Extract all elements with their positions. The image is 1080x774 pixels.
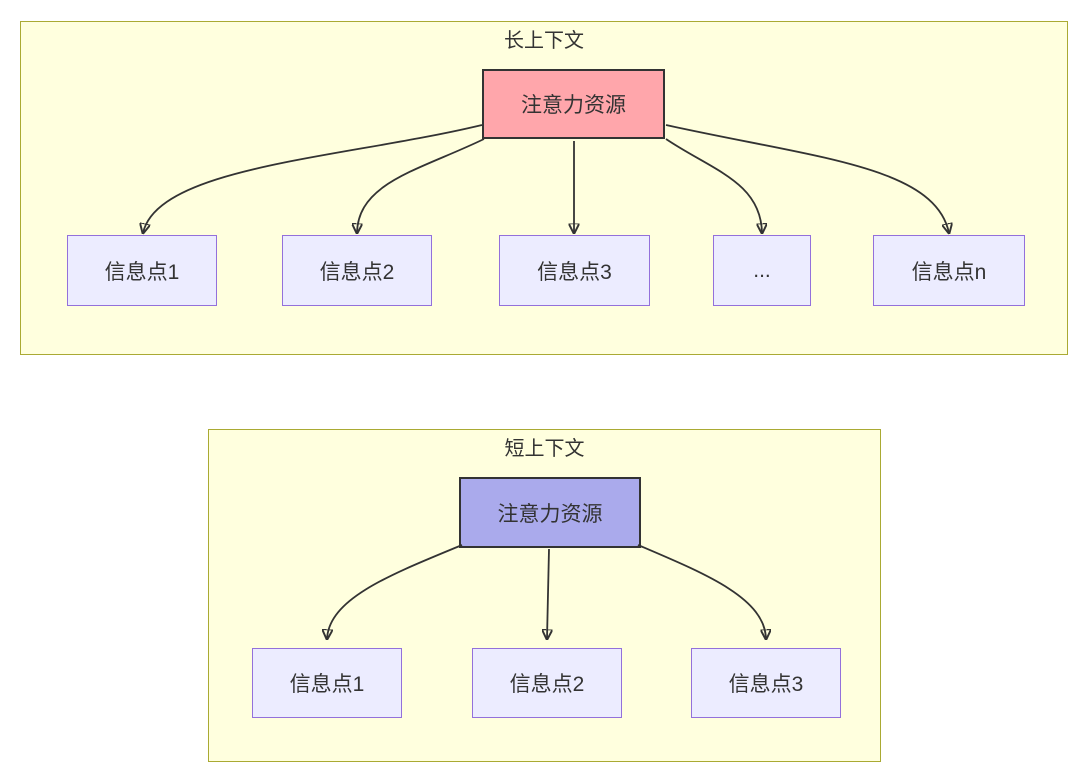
info-node-long-1: 信息点1 [67, 235, 217, 306]
info-node-short-2: 信息点2 [472, 648, 622, 718]
info-node-long-3: 信息点3 [499, 235, 650, 306]
attention-resource-node-short: 注意力资源 [459, 477, 641, 548]
info-node-long-n: 信息点n [873, 235, 1025, 306]
info-node-short-3: 信息点3 [691, 648, 841, 718]
cluster-long-title: 长上下文 [504, 30, 584, 52]
attention-resource-node-long: 注意力资源 [482, 69, 665, 139]
info-node-short-1: 信息点1 [252, 648, 402, 718]
info-node-long-ellipsis: ... [713, 235, 811, 306]
info-node-long-2: 信息点2 [282, 235, 432, 306]
cluster-short-title: 短上下文 [504, 438, 585, 460]
